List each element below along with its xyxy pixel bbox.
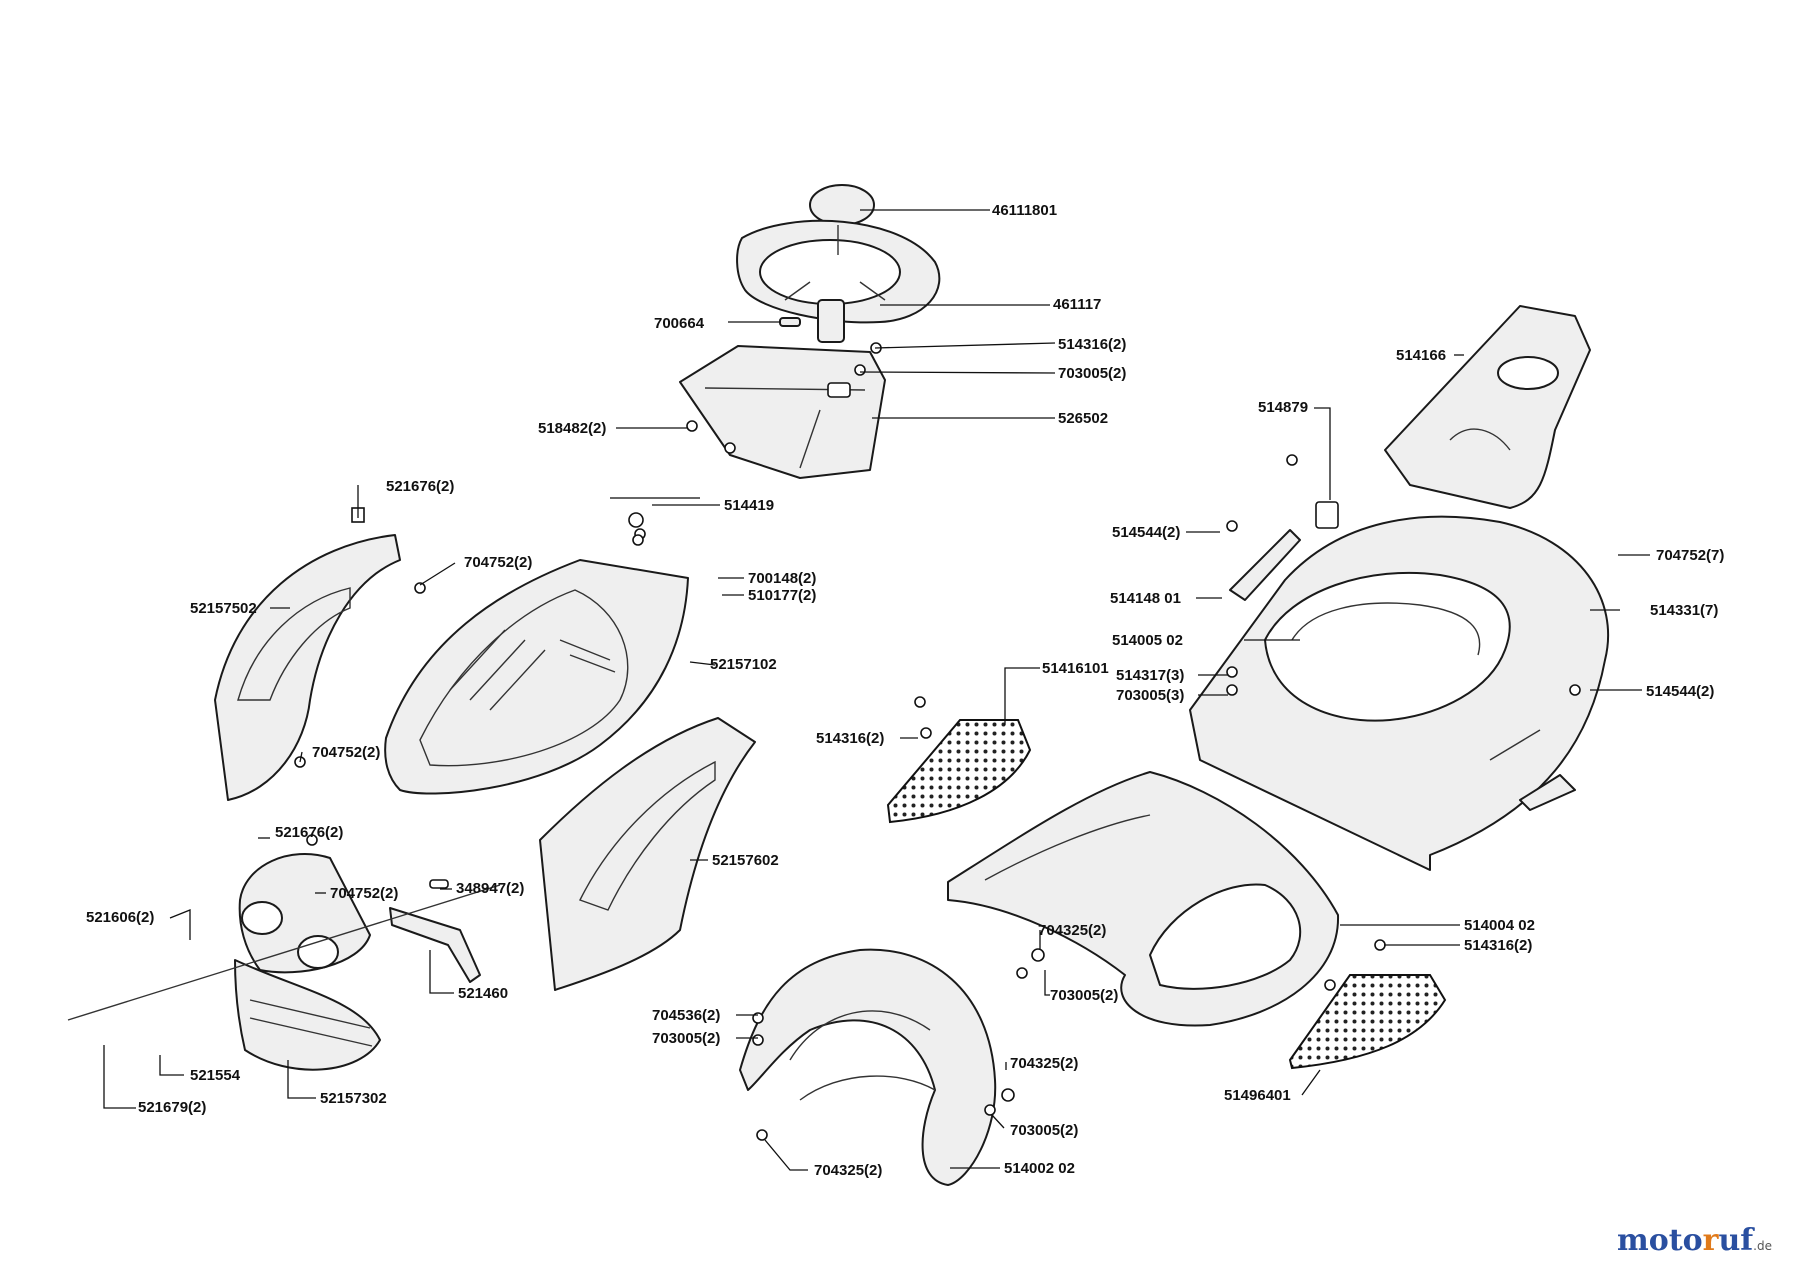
part-label: 521676(2) xyxy=(386,478,454,495)
hood xyxy=(384,559,689,795)
part-label: 700148(2) xyxy=(748,570,816,587)
side-panel-right xyxy=(539,717,756,991)
part-label: 703005(2) xyxy=(1010,1122,1078,1139)
logo-tld: .de xyxy=(1753,1239,1772,1253)
seat-bracket xyxy=(1229,529,1301,601)
foot-mat-right xyxy=(1288,974,1447,1070)
part-label: 521606(2) xyxy=(86,909,154,926)
hood-hardware xyxy=(610,497,700,546)
part-label: 514879 xyxy=(1258,399,1308,416)
center-floor xyxy=(947,771,1340,1027)
seat xyxy=(1384,305,1591,509)
part-label: 518482(2) xyxy=(538,420,606,437)
part-label: 703005(2) xyxy=(1058,365,1126,382)
steering-wheel-cap xyxy=(809,184,875,226)
dashboard-panel xyxy=(679,345,886,479)
part-label: 52157302 xyxy=(320,1090,387,1107)
part-label: 514004 02 xyxy=(1464,917,1535,934)
part-label: 704325(2) xyxy=(1010,1055,1078,1072)
part-label: 514317(3) xyxy=(1116,667,1184,684)
part-label: 703005(2) xyxy=(652,1030,720,1047)
part-label: 52157502 xyxy=(190,600,257,617)
part-label: 521676(2) xyxy=(275,824,343,841)
part-label: 46111801 xyxy=(992,202,1057,219)
part-label: 704752(2) xyxy=(330,885,398,902)
steering-wheel xyxy=(736,219,941,324)
part-label: 514002 02 xyxy=(1004,1160,1075,1177)
leader-lines xyxy=(103,209,1650,1171)
part-label: 51416101 xyxy=(1042,660,1109,677)
logo-text-b: r xyxy=(1702,1223,1719,1258)
dashboard-screws xyxy=(686,342,882,454)
brand-logo: motoruf.de xyxy=(1617,1223,1772,1258)
front-grille xyxy=(238,853,371,974)
part-label: 514316(2) xyxy=(816,730,884,747)
part-label: 514005 02 xyxy=(1112,632,1183,649)
logo-text-a: moto xyxy=(1617,1223,1703,1258)
part-label: 514419 xyxy=(724,497,774,514)
part-label: 700664 xyxy=(654,315,705,332)
part-label: 348947(2) xyxy=(456,880,524,897)
part-label: 704752(2) xyxy=(464,554,532,571)
foot-mat-left xyxy=(886,719,1032,824)
part-label: 521679(2) xyxy=(138,1099,206,1116)
part-label: 514316(2) xyxy=(1058,336,1126,353)
part-label: 526502 xyxy=(1058,410,1108,427)
part-label: 461117 xyxy=(1053,296,1101,313)
part-label: 510177(2) xyxy=(748,587,816,604)
part-label: 514316(2) xyxy=(1464,937,1532,954)
part-label: 514148 01 xyxy=(1110,590,1181,607)
front-bumper xyxy=(234,959,381,1071)
fender-bracket-right xyxy=(1519,774,1576,811)
part-label: 514166 xyxy=(1396,347,1446,364)
part-label: 704325(2) xyxy=(1038,922,1106,939)
part-label: 52157602 xyxy=(712,852,779,869)
part-label: 514331(7) xyxy=(1650,602,1718,619)
part-label: 51496401 xyxy=(1224,1087,1291,1104)
front-bracket xyxy=(389,879,481,983)
front-frame xyxy=(739,948,997,1186)
front-axle-lines xyxy=(67,884,501,1021)
part-label: 52157102 xyxy=(710,656,777,673)
part-label: 703005(3) xyxy=(1116,687,1184,704)
part-labels: 46111801 461117 700664 514316(2) 703005(… xyxy=(86,202,1724,1179)
rear-fender xyxy=(1189,515,1610,871)
part-label: 514544(2) xyxy=(1112,524,1180,541)
part-label: 704752(7) xyxy=(1656,547,1724,564)
part-label: 703005(2) xyxy=(1050,987,1118,1004)
part-label: 704752(2) xyxy=(312,744,380,761)
part-label: 704325(2) xyxy=(814,1162,882,1179)
seat-switch xyxy=(1315,501,1339,529)
screws-misc xyxy=(294,454,1581,1141)
part-label: 704536(2) xyxy=(652,1007,720,1024)
part-label: 521460 xyxy=(458,985,508,1002)
part-label: 514544(2) xyxy=(1646,683,1714,700)
part-label: 521554 xyxy=(190,1067,241,1084)
logo-text-c: uf xyxy=(1718,1223,1754,1258)
